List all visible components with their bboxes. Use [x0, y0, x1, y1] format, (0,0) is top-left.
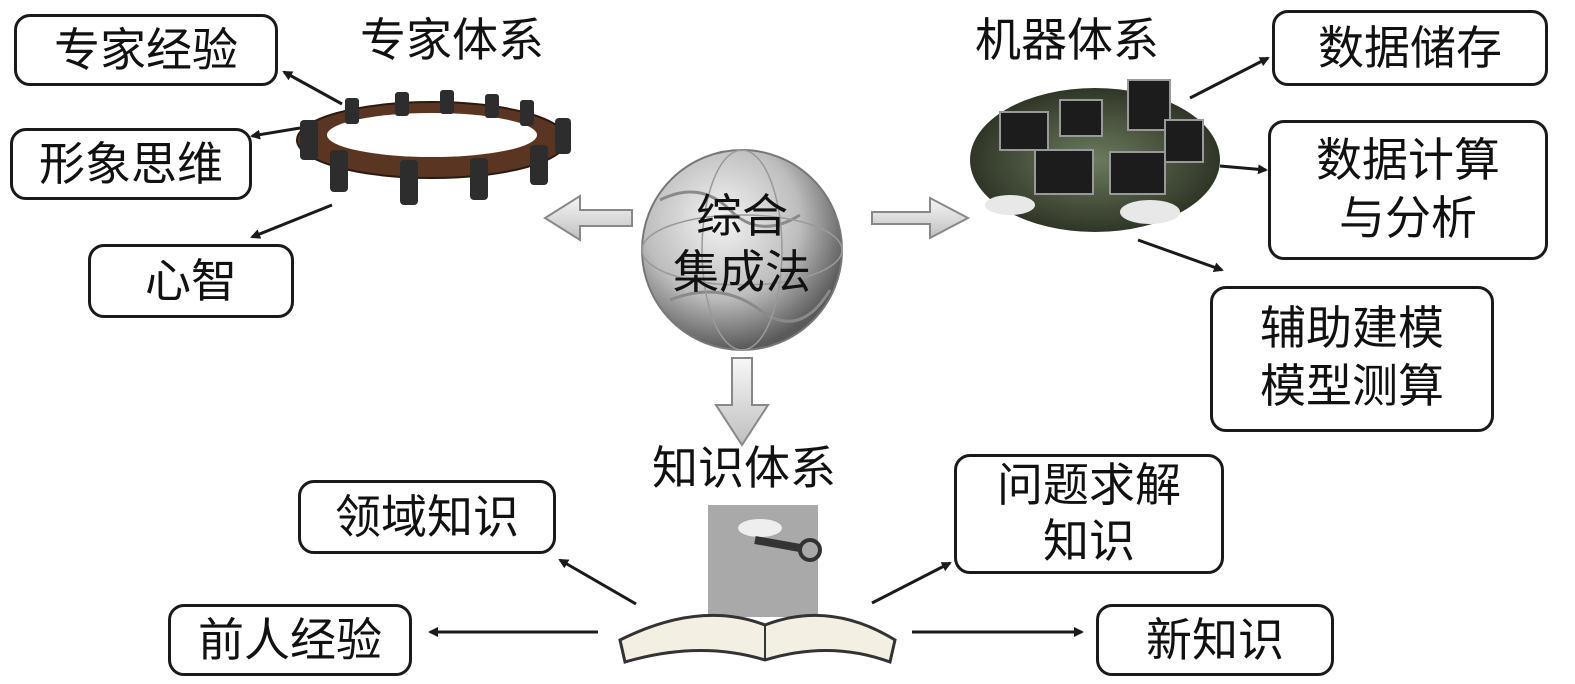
expert-system-title: 专家体系	[360, 13, 544, 67]
problem-solving-line2: 知识	[1043, 514, 1135, 568]
arrow-to-problem-solving	[871, 561, 952, 605]
center-label-line2: 集成法	[673, 245, 811, 299]
arrow-to-data-computation	[1219, 164, 1268, 175]
globe-illustration	[641, 149, 843, 351]
data-computation-line1: 数据计算	[1316, 133, 1500, 187]
modeling-box: 辅助建模 模型测算	[1210, 286, 1494, 432]
data-computation-box: 数据计算 与分析	[1268, 120, 1548, 260]
conference-table-illustration	[296, 90, 571, 205]
arrow-to-data-storage	[1189, 56, 1270, 100]
arrow-to-visual-thinking	[250, 126, 301, 140]
expert-experience-label: 专家经验	[54, 23, 238, 77]
data-storage-label: 数据储存	[1318, 21, 1502, 75]
arrow-to-domain-knowledge	[558, 558, 637, 606]
center-label-line1: 综合	[696, 189, 788, 243]
block-arrow-down	[714, 357, 770, 447]
new-knowledge-box: 新知识	[1096, 604, 1334, 676]
visual-thinking-label: 形象思维	[39, 137, 223, 191]
problem-solving-box: 问题求解 知识	[954, 454, 1224, 574]
block-arrow-left	[543, 194, 633, 242]
prior-experience-box: 前人经验	[168, 604, 412, 676]
mind-label: 心智	[145, 254, 237, 308]
new-knowledge-label: 新知识	[1146, 613, 1284, 667]
prior-experience-label: 前人经验	[198, 613, 382, 667]
computers-illustration	[970, 79, 1220, 232]
machine-system-title: 机器体系	[975, 13, 1159, 67]
book-illustration	[618, 505, 897, 664]
expert-experience-box: 专家经验	[14, 14, 278, 86]
center-label: 综合 集成法	[632, 188, 852, 300]
arrow-to-expert-experience	[282, 70, 343, 106]
modeling-line2: 模型测算	[1260, 359, 1444, 413]
arrow-to-modeling	[1137, 238, 1224, 273]
data-storage-box: 数据储存	[1272, 10, 1548, 86]
domain-knowledge-label: 领域知识	[335, 490, 519, 544]
data-computation-line2: 与分析	[1339, 191, 1477, 245]
block-arrow-right	[871, 196, 971, 240]
arrow-to-mind	[250, 203, 333, 239]
mind-box: 心智	[88, 244, 294, 318]
problem-solving-line1: 问题求解	[997, 458, 1181, 512]
knowledge-system-title: 知识体系	[652, 441, 836, 495]
visual-thinking-box: 形象思维	[10, 128, 252, 200]
domain-knowledge-box: 领域知识	[298, 480, 556, 554]
modeling-line1: 辅助建模	[1260, 301, 1444, 355]
